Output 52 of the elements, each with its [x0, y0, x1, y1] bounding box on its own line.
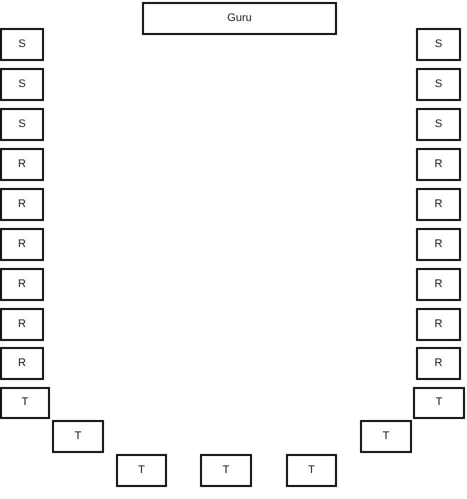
- seat-box: [416, 148, 461, 181]
- seat-label: T: [22, 396, 28, 410]
- seat-label: T: [222, 464, 230, 478]
- seat-label: R: [18, 158, 26, 172]
- seat-label: T: [138, 464, 145, 478]
- seat-label: T: [74, 430, 82, 444]
- seat-box: [416, 268, 461, 301]
- seat-label: R: [18, 356, 26, 370]
- seat-label: R: [434, 318, 442, 332]
- seat-box: [0, 108, 44, 141]
- seat-box: [52, 420, 104, 453]
- seat-label: R: [18, 238, 26, 252]
- seat-label: T: [308, 464, 315, 478]
- seat-label: S: [18, 38, 26, 52]
- seat-box: [416, 308, 461, 341]
- seat-label: S: [434, 118, 442, 132]
- seat-label: S: [434, 38, 442, 52]
- teacher-desk-box: [142, 2, 337, 35]
- seat-label: R: [434, 158, 442, 172]
- teacher-label: Guru: [227, 12, 252, 26]
- seat-box: [0, 268, 44, 301]
- seat-label: S: [18, 118, 26, 132]
- seat-box: [200, 454, 252, 487]
- seat-box: [0, 387, 50, 419]
- seat-label: R: [434, 198, 442, 212]
- seat-label: R: [434, 356, 442, 370]
- seat-box: [0, 308, 44, 341]
- seat-box: [0, 28, 44, 61]
- seat-box: [0, 347, 44, 380]
- seat-label: S: [18, 78, 26, 92]
- seat-label: R: [18, 198, 26, 212]
- seat-box: [286, 454, 337, 487]
- seat-box: [416, 347, 461, 380]
- seat-label: R: [18, 318, 26, 332]
- seat-box: [416, 228, 461, 261]
- seat-label: R: [18, 278, 26, 292]
- seat-box: [0, 68, 44, 101]
- seat-box: [116, 454, 167, 487]
- seat-box: [0, 228, 44, 261]
- seat-label: S: [434, 78, 442, 92]
- seat-box: [416, 28, 461, 61]
- seat-box: [416, 108, 461, 141]
- seat-box: [0, 188, 44, 221]
- seat-box: [416, 188, 461, 221]
- seat-label: T: [382, 430, 390, 444]
- seat-label: R: [434, 238, 442, 252]
- seat-box: [416, 68, 461, 101]
- seat-label: T: [436, 396, 442, 410]
- seat-box: [360, 420, 412, 453]
- seat-label: R: [434, 278, 442, 292]
- seat-box: [0, 148, 44, 181]
- seat-box: [413, 387, 465, 419]
